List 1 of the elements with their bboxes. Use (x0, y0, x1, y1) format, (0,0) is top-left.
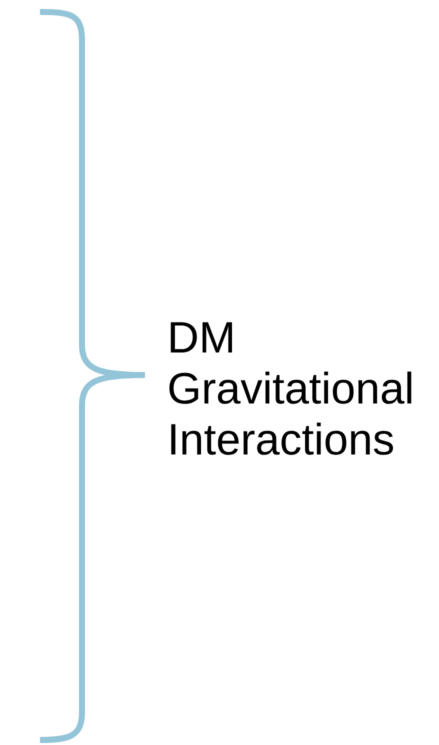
brace-label: DM Gravitational Interactions (169, 322, 412, 455)
